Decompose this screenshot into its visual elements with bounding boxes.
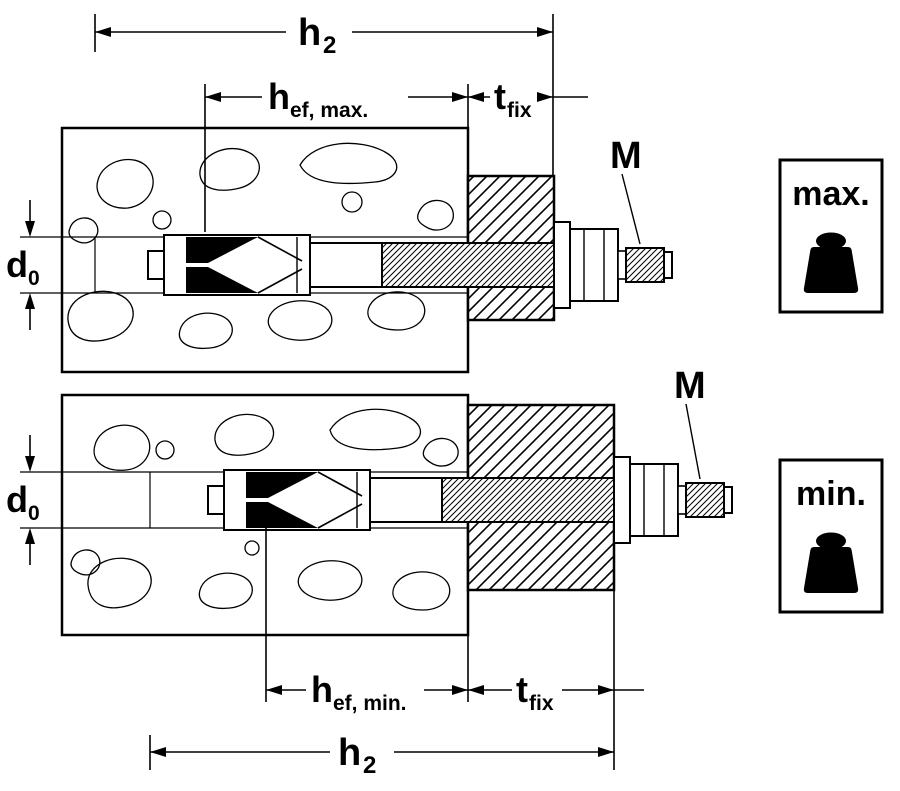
d0-bottom-label: d [6,479,28,520]
weight-icon [803,532,859,593]
thread-size-label-top: M [610,135,642,177]
dimension-tfix-top [468,92,588,102]
arrowhead [452,92,468,102]
d0-top-label: d [6,244,28,285]
tfix-bottom-label-sub: fix [529,692,554,715]
h2-bottom-label-sub: 2 [363,752,376,779]
diagram-min-embedment: h ef, min. t fix h 2 d 0 [6,365,733,779]
arrowhead [468,685,484,695]
hef-max-label: h [268,76,290,117]
dimension-h2-bottom [149,735,614,770]
badge-max-label: max. [792,175,870,213]
arrowhead [150,747,166,757]
dimension-tfix-bottom [468,590,644,770]
dimension-h2-top [94,14,554,176]
dimension-d0-top [25,200,35,330]
arrowhead [205,92,221,102]
diagram-max-embedment: h 2 h ef, max. t fix d 0 [6,12,673,374]
arrowhead [266,685,282,695]
m-leader-line-bottom [685,403,701,480]
arrowhead [537,27,553,37]
arrowhead [25,528,35,544]
m-leader-line-top [621,173,641,245]
badge-min: min. [778,458,884,614]
h2-top-label: h [298,12,321,54]
concrete-aggregate-texture [70,408,459,611]
dimension-d0-bottom [25,435,35,565]
dimension-hef-min [265,505,469,702]
tfix-bottom-label: t [516,669,528,710]
dimension-hef-max [204,84,469,232]
hef-min-label-sub: ef, min. [333,692,407,715]
d0-top-label-sub: 0 [28,267,40,290]
arrowhead [95,27,111,37]
tfix-top-label-sub: fix [507,99,532,122]
h2-top-label-sub: 2 [323,32,336,59]
arrowhead [598,747,614,757]
h2-bottom-label: h [338,732,361,774]
arrowhead [537,92,553,102]
badge-max: max. [778,158,884,314]
arrowhead [25,456,35,472]
arrowhead [25,221,35,237]
arrowhead [598,685,614,695]
concrete-aggregate-texture [67,142,454,350]
hef-min-label: h [311,669,333,710]
weight-icon [803,232,859,293]
d0-bottom-label-sub: 0 [28,502,40,525]
arrowhead [25,293,35,309]
arrowhead [452,685,468,695]
arrowhead [468,92,484,102]
badge-min-label: min. [796,475,866,513]
tfix-top-label: t [494,76,506,117]
thread-size-label-bottom: M [674,365,706,407]
hef-max-label-sub: ef, max. [290,99,368,122]
